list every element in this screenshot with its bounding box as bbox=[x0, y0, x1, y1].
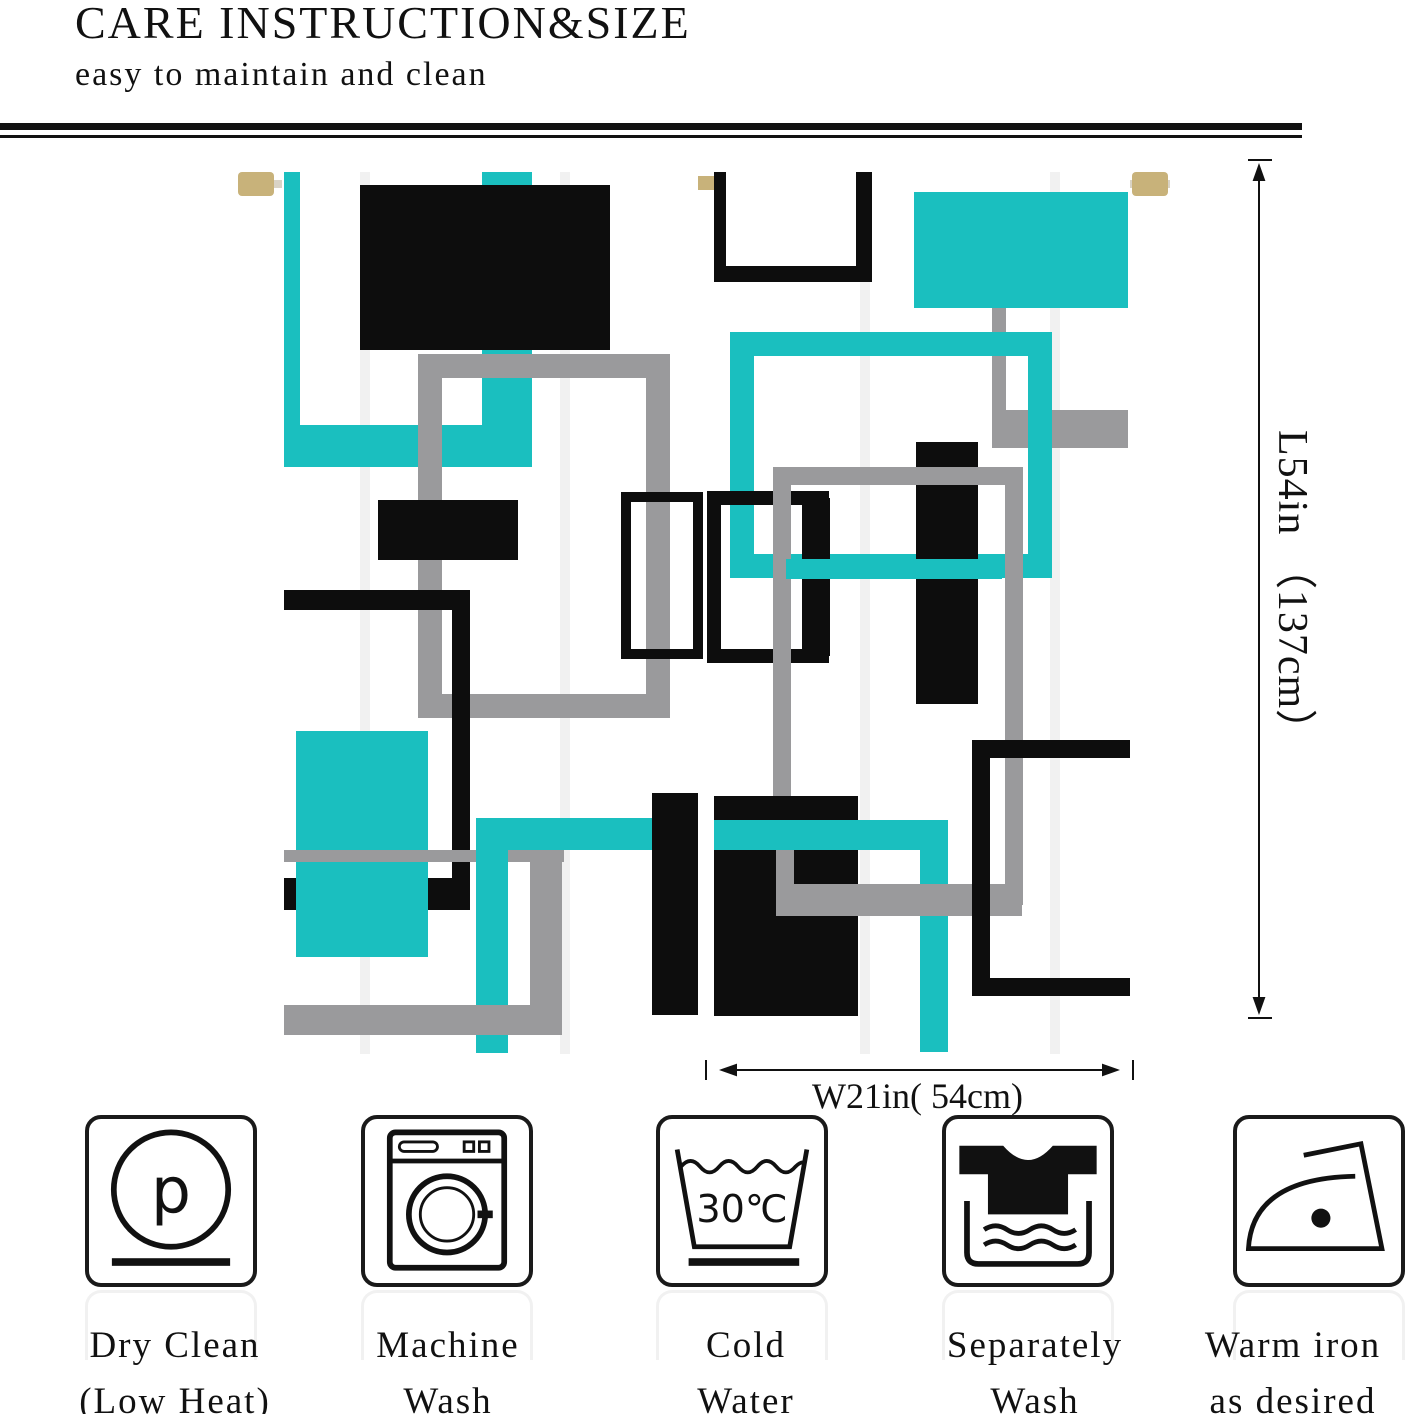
icon-reflection bbox=[1233, 1290, 1405, 1360]
curtain-panel-right bbox=[707, 172, 1130, 1054]
care-label-cold-water: Cold Water bbox=[616, 1318, 876, 1414]
divider-thin bbox=[0, 135, 1302, 138]
wash-temp-label: 30℃ bbox=[696, 1187, 787, 1231]
care-label-warm-iron: Warm iron as desired bbox=[1162, 1318, 1424, 1414]
icon-reflection bbox=[656, 1290, 828, 1360]
care-label-line2: Wash bbox=[403, 1381, 493, 1414]
page-title: CARE INSTRUCTION&SIZE bbox=[75, 0, 691, 48]
washing-machine-icon bbox=[361, 1115, 533, 1287]
iron-icon bbox=[1233, 1115, 1405, 1287]
curtain-rod bbox=[238, 172, 1170, 196]
care-label-line1: Cold bbox=[706, 1325, 786, 1366]
wash-tub-30c-icon: 30℃ bbox=[656, 1115, 828, 1287]
care-label-separately-wash: Separately Wash bbox=[905, 1318, 1165, 1414]
width-dimension-line bbox=[705, 1060, 1134, 1080]
icon-reflection bbox=[942, 1290, 1114, 1360]
length-label: L54in （137cm） bbox=[1269, 430, 1315, 753]
care-label-line2: Water bbox=[697, 1381, 795, 1414]
width-label: W21in( 54cm) bbox=[812, 1076, 1023, 1116]
care-label-line1: Dry Clean bbox=[89, 1325, 261, 1366]
care-label-line2: (Low Heat) bbox=[79, 1381, 271, 1414]
length-dimension-line bbox=[1248, 159, 1272, 1019]
care-label-line2: Wash bbox=[990, 1381, 1080, 1414]
care-label-machine-wash: Machine Wash bbox=[318, 1318, 578, 1414]
care-label-line1: Machine bbox=[376, 1325, 520, 1366]
separate-wash-icon bbox=[942, 1115, 1114, 1287]
care-label-line1: Separately bbox=[946, 1325, 1124, 1366]
divider-thick bbox=[0, 123, 1302, 130]
care-label-line1: Warm iron bbox=[1204, 1325, 1382, 1366]
dry-clean-icon: p bbox=[85, 1115, 257, 1287]
icon-reflection bbox=[361, 1290, 533, 1360]
icon-reflection bbox=[85, 1290, 257, 1360]
svg-text:p: p bbox=[151, 1154, 191, 1227]
care-label-line2: as desired bbox=[1209, 1381, 1377, 1414]
page-subtitle: easy to maintain and clean bbox=[75, 56, 488, 93]
care-label-dry-clean: Dry Clean (Low Heat) bbox=[45, 1318, 305, 1414]
curtain-panel-left bbox=[282, 172, 703, 1054]
